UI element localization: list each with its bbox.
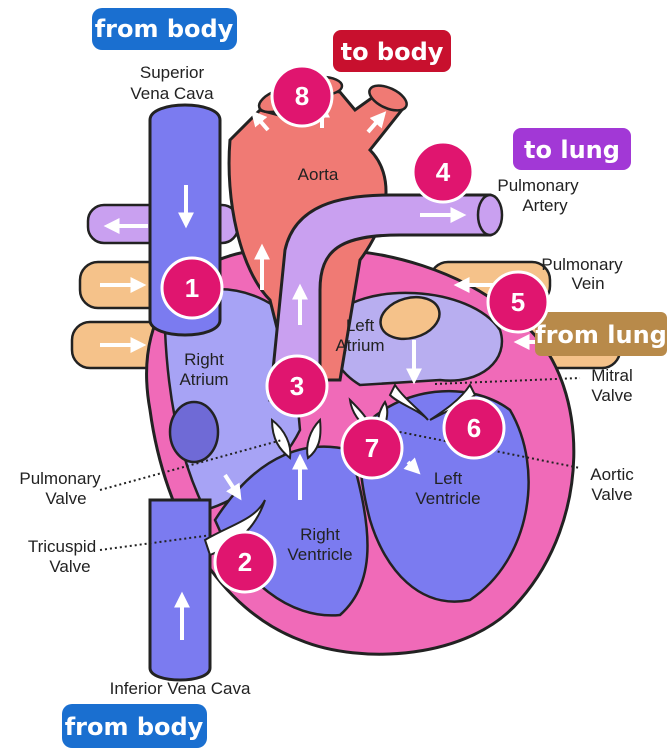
step-marker-5: 5 xyxy=(486,270,550,334)
tag-to-lung: to lung xyxy=(513,128,631,170)
svg-text:Ventricle: Ventricle xyxy=(415,489,480,508)
tag-from-body-bottom: from body xyxy=(62,704,207,748)
flow-arrows xyxy=(100,101,560,640)
svg-text:8: 8 xyxy=(295,81,309,111)
svg-text:from body: from body xyxy=(65,713,204,741)
svg-text:Mitral: Mitral xyxy=(591,366,633,385)
svg-text:Left: Left xyxy=(346,316,375,335)
label-aorta: Aorta xyxy=(298,165,339,184)
step-marker-7: 7 xyxy=(340,416,404,480)
svg-text:Tricuspid: Tricuspid xyxy=(28,537,96,556)
svg-text:6: 6 xyxy=(467,413,481,443)
inferior-vena-cava-shape xyxy=(148,498,212,682)
svg-text:from body: from body xyxy=(95,15,234,43)
label-aortic-valve: Aortic Valve xyxy=(590,465,634,504)
svg-text:Aortic: Aortic xyxy=(590,465,634,484)
step-marker-2: 2 xyxy=(213,530,277,594)
label-pulmonary-vein: Pulmonary Vein xyxy=(541,255,623,293)
pulmonary-artery-end xyxy=(476,193,504,237)
svg-text:7: 7 xyxy=(365,433,379,463)
label-superior-vena-cava: Superior Vena Cava xyxy=(130,63,214,103)
svg-text:Right: Right xyxy=(184,350,224,369)
label-pulmonary-artery: Pulmonary Artery xyxy=(497,176,579,215)
label-mitral-valve: Mitral Valve xyxy=(591,366,633,405)
svg-text:from lung: from lung xyxy=(535,321,667,349)
svg-text:Valve: Valve xyxy=(591,386,632,405)
svg-text:1: 1 xyxy=(185,273,199,303)
svg-text:Right: Right xyxy=(300,525,340,544)
label-right-atrium: Right Atrium xyxy=(179,350,228,389)
svg-text:Ventricle: Ventricle xyxy=(287,545,352,564)
svg-text:Vein: Vein xyxy=(571,274,604,293)
label-pulmonary-valve: Pulmonary Valve xyxy=(19,469,101,508)
svg-text:Pulmonary: Pulmonary xyxy=(541,255,623,274)
svg-text:5: 5 xyxy=(511,287,525,317)
svg-text:to body: to body xyxy=(341,38,444,66)
label-left-atrium: Left Atrium xyxy=(335,316,384,355)
label-left-ventricle: Left Ventricle xyxy=(415,469,480,508)
svg-text:2: 2 xyxy=(238,547,252,577)
step-marker-8: 8 xyxy=(270,64,334,128)
svg-text:Valve: Valve xyxy=(49,557,90,576)
label-inferior-vena-cava: Inferior Vena Cava xyxy=(110,679,251,698)
svg-text:4: 4 xyxy=(436,157,451,187)
svg-text:Pulmonary: Pulmonary xyxy=(19,469,101,488)
tag-from-lung: from lung xyxy=(535,312,667,356)
svg-text:Aorta: Aorta xyxy=(298,165,339,184)
step-marker-6: 6 xyxy=(442,396,506,460)
svg-text:Vena Cava: Vena Cava xyxy=(130,84,214,103)
svg-text:Inferior Vena Cava: Inferior Vena Cava xyxy=(110,679,251,698)
svg-text:Pulmonary: Pulmonary xyxy=(497,176,579,195)
tag-to-body: to body xyxy=(333,30,451,72)
label-right-ventricle: Right Ventricle xyxy=(287,525,352,564)
svg-text:Atrium: Atrium xyxy=(335,336,384,355)
coronary-sinus-opening xyxy=(168,400,220,464)
svg-text:Atrium: Atrium xyxy=(179,370,228,389)
step-marker-3: 3 xyxy=(265,354,329,418)
svg-text:Valve: Valve xyxy=(45,489,86,508)
svg-text:3: 3 xyxy=(290,371,304,401)
step-marker-1: 1 xyxy=(160,256,224,320)
pulmonary-vein-opening xyxy=(379,295,441,341)
step-marker-4: 4 xyxy=(411,140,475,204)
svg-text:Left: Left xyxy=(434,469,463,488)
svg-text:Superior: Superior xyxy=(140,63,205,82)
svg-text:Valve: Valve xyxy=(591,485,632,504)
tag-from-body-top: from body xyxy=(92,8,237,50)
label-tricuspid-valve: Tricuspid Valve xyxy=(28,537,96,576)
svg-text:to lung: to lung xyxy=(524,136,620,164)
pulmonary-valve-shape xyxy=(270,417,322,460)
svg-text:Artery: Artery xyxy=(522,196,568,215)
